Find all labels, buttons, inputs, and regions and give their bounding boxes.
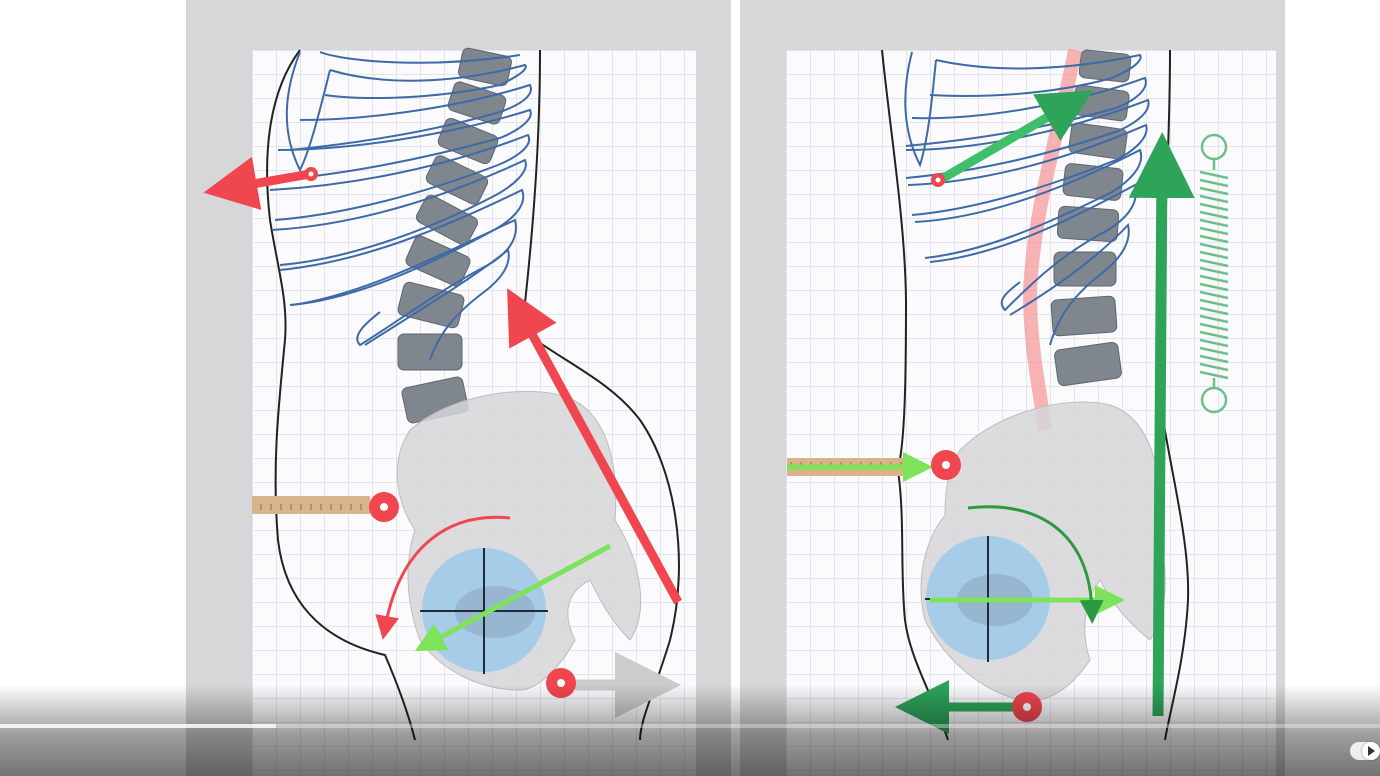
progress-bar[interactable] [0, 724, 1380, 728]
left-ruler [252, 496, 370, 514]
left-ribcage [269, 51, 532, 361]
autoplay-toggle[interactable] [1350, 742, 1380, 760]
progress-bar-fill [0, 724, 276, 728]
autoplay-toggle-icon [1362, 742, 1380, 760]
controls-shade [0, 684, 1380, 776]
panel-divider [731, 0, 740, 776]
right-spring [1199, 133, 1229, 414]
